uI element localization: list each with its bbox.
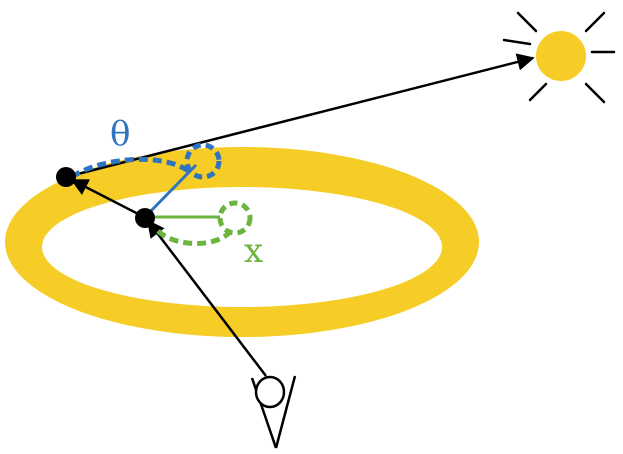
ring-shape	[4, 146, 480, 338]
x-indicator	[148, 200, 253, 246]
eye-icon	[250, 375, 297, 449]
outer-scatter-point	[56, 167, 76, 187]
scatter-ray	[70, 178, 145, 219]
theta-label: θ	[110, 114, 130, 154]
view-ray	[146, 219, 267, 377]
inner-scatter-point	[135, 208, 155, 228]
theta-indicator	[70, 142, 222, 218]
x-label: x	[244, 231, 263, 271]
sun-icon	[502, 11, 616, 104]
